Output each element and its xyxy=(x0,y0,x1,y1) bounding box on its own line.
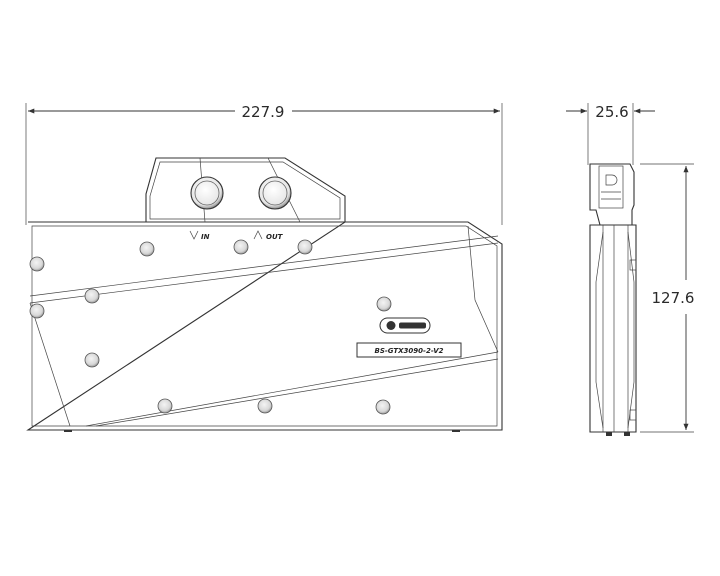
screw xyxy=(84,288,100,304)
height-dimension: 127.6 xyxy=(640,163,695,433)
screw xyxy=(157,398,173,414)
model-label: BS-GTX3090-2-V2 xyxy=(374,347,443,355)
depth-dimension: 25.6 xyxy=(566,103,655,165)
depth-dimension-value: 25.6 xyxy=(595,103,628,121)
width-dimension: 227.9 xyxy=(25,103,503,225)
width-dimension-value: 227.9 xyxy=(242,103,285,121)
outlet-port xyxy=(258,176,292,210)
out-label: OUT xyxy=(266,233,284,241)
screw xyxy=(376,296,392,312)
inlet-port xyxy=(190,176,224,210)
screw xyxy=(29,256,45,272)
screw xyxy=(29,303,45,319)
port-labels: IN OUT xyxy=(189,230,284,241)
side-view xyxy=(589,163,637,436)
screw xyxy=(257,398,273,414)
terminal-block xyxy=(145,157,346,223)
model-plate: BS-GTX3090-2-V2 xyxy=(356,342,462,358)
out-arrow-icon xyxy=(253,230,263,240)
main-plate xyxy=(26,221,503,432)
brand-logo xyxy=(379,317,431,334)
screw xyxy=(375,399,391,415)
screw xyxy=(139,241,155,257)
in-label: IN xyxy=(201,233,210,241)
screw xyxy=(233,239,249,255)
screw xyxy=(297,239,313,255)
screws xyxy=(29,239,392,415)
in-arrow-icon xyxy=(189,230,199,240)
screw xyxy=(84,352,100,368)
height-dimension-value: 127.6 xyxy=(652,289,695,307)
